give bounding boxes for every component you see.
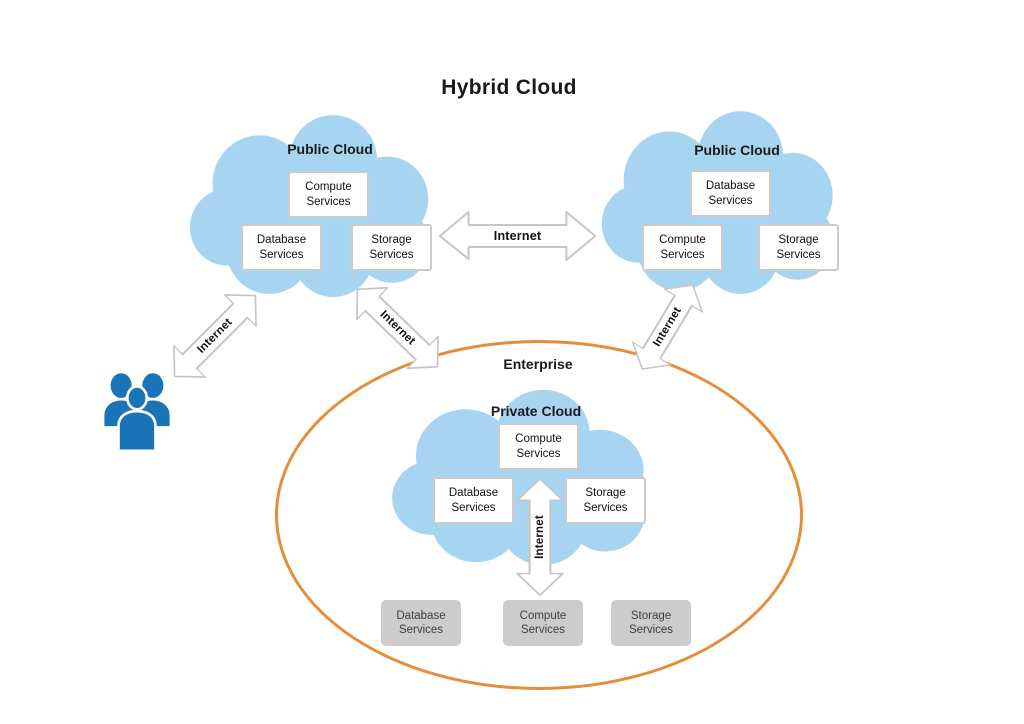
internet-arrow-clients-public-left: Internet	[154, 275, 276, 397]
service-box-storage: Storage Services	[351, 224, 432, 271]
internet-label: Internet	[493, 229, 542, 243]
service-box-database: Database Services	[690, 170, 771, 217]
double-arrow-icon	[173, 294, 257, 378]
ground-service-box-database: Database Services	[381, 600, 461, 646]
diagram-title: Hybrid Cloud	[441, 76, 577, 99]
internet-arrow-public-left-enterprise: Internet	[337, 269, 457, 388]
cloud-label: Public Cloud	[694, 142, 780, 158]
service-box-compute: Compute Services	[642, 224, 723, 271]
internet-arrow-private-services: Internet	[513, 476, 567, 598]
service-box-storage: Storage Services	[758, 224, 839, 271]
service-box-database: Database Services	[241, 224, 322, 271]
enterprise-label: Enterprise	[503, 356, 573, 372]
cloud-label: Public Cloud	[287, 141, 373, 157]
ground-service-box-compute: Compute Services	[503, 600, 583, 646]
service-box-storage: Storage Services	[565, 477, 646, 524]
enterprise-boundary-ellipse	[275, 340, 803, 690]
service-box-compute: Compute Services	[288, 171, 369, 218]
double-arrow-icon	[516, 478, 564, 596]
service-box-database: Database Services	[433, 477, 514, 524]
ground-service-box-storage: Storage Services	[611, 600, 691, 646]
internet-label: Internet	[534, 515, 546, 559]
cloud-label: Private Cloud	[490, 403, 582, 419]
public-cloud-left: Public Cloud Compute Services Database S…	[186, 108, 441, 300]
internet-arrow-public-right-enterprise: Internet	[619, 269, 717, 384]
double-arrow-icon	[356, 286, 439, 370]
public-cloud-right: Public Cloud Database Services Compute S…	[598, 104, 845, 297]
double-arrow-icon	[631, 284, 704, 370]
double-arrow-icon	[438, 211, 597, 261]
service-box-compute: Compute Services	[498, 423, 579, 470]
private-cloud: Private Cloud Compute Services Database …	[388, 383, 657, 568]
internet-arrow-public-left-public-right: Internet	[436, 207, 599, 265]
users-group-icon	[104, 373, 170, 453]
